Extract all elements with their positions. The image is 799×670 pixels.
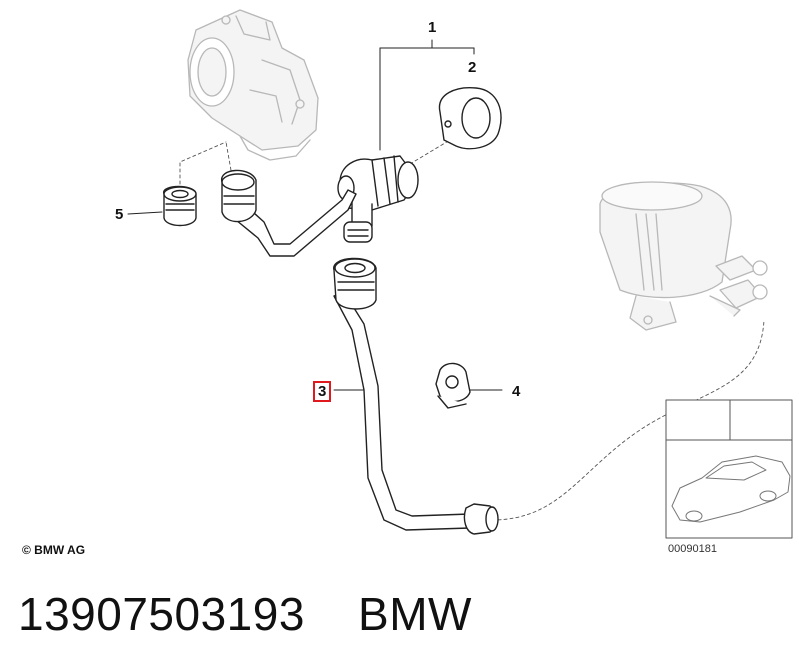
upper-pipe [221, 169, 357, 257]
part-number: 13907503193 [18, 588, 305, 640]
part-caption: 13907503193 BMW [18, 587, 472, 641]
canister-illustration [599, 181, 768, 331]
brand-name: BMW [358, 588, 472, 640]
callout-2: 2 [468, 59, 477, 76]
clamp-ring-part-2 [438, 87, 502, 150]
diagram-reference-code: 00090181 [668, 543, 717, 555]
car-locator-inset [665, 399, 793, 539]
fitting-part-5 [163, 185, 197, 227]
vent-pipe-part-3 [333, 257, 499, 535]
throttle-body-illustration [187, 9, 319, 161]
callout-4: 4 [512, 383, 521, 400]
callout-5: 5 [115, 206, 124, 223]
copyright-notice: © BMW AG [22, 543, 86, 557]
dashed-connector-lines [179, 139, 765, 521]
callout-3-highlighted[interactable]: 3 [313, 381, 332, 402]
car-silhouette-icon [671, 455, 791, 523]
callout-1: 1 [428, 19, 437, 36]
clip-part-4 [435, 362, 471, 409]
connector-assembly-part-1 [337, 155, 419, 243]
